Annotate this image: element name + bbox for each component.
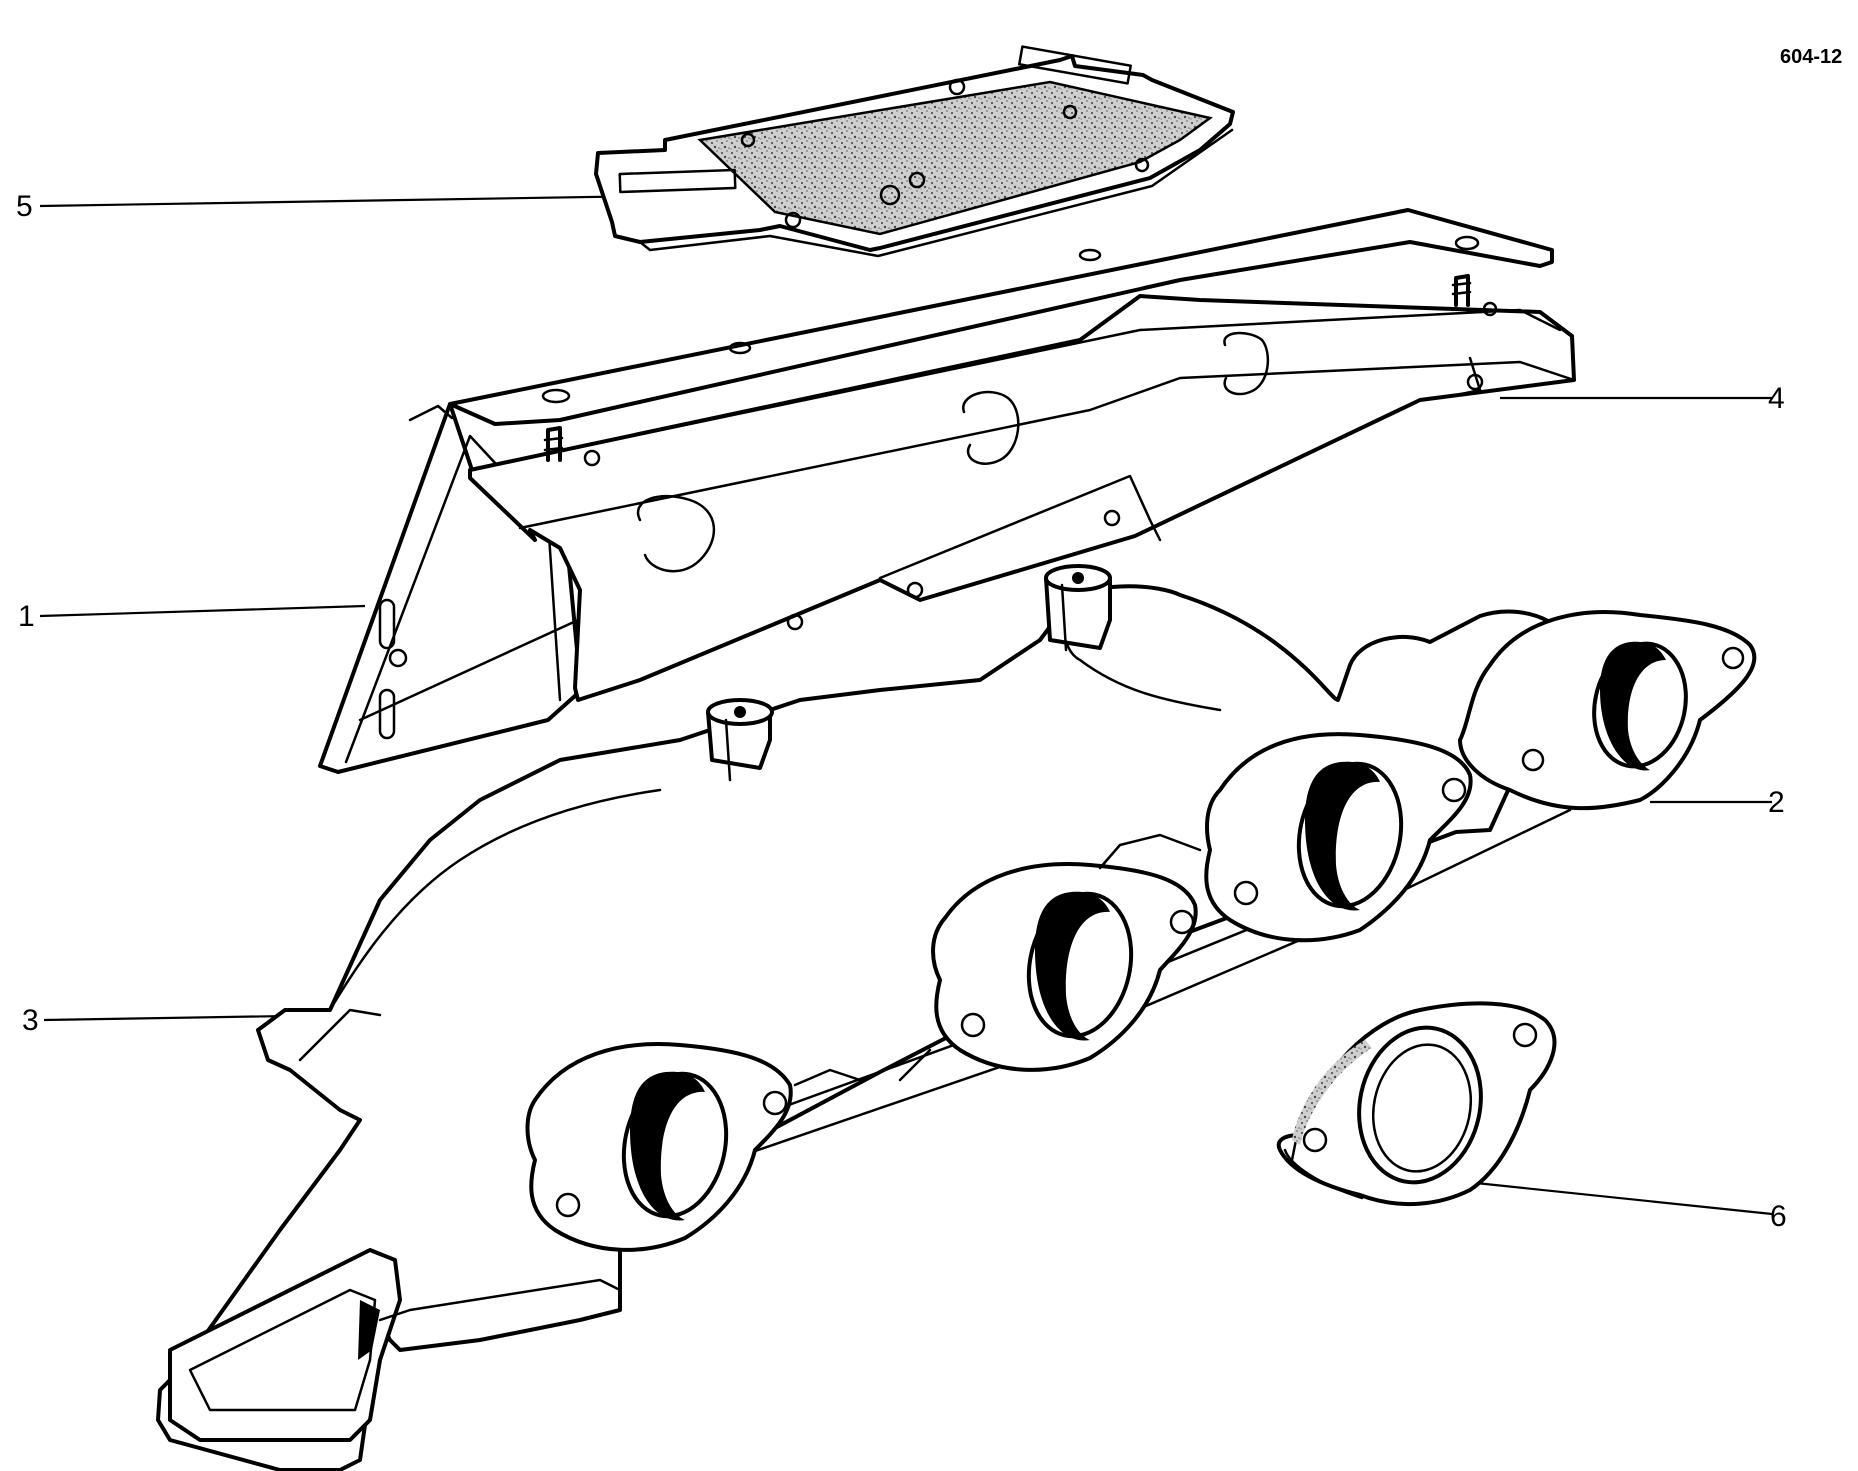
callout-3: 3 <box>22 1004 39 1037</box>
drawing-reference-number: 604-12 <box>1780 46 1843 68</box>
callout-4: 4 <box>1768 382 1785 415</box>
callout-1: 1 <box>18 600 35 633</box>
part-5-heat-shield-plate <box>594 45 1235 258</box>
part-6-flange-gasket <box>1276 1001 1557 1206</box>
part-4-mounting-bracket <box>468 274 1576 702</box>
part-1-heat-shield <box>318 208 1554 774</box>
callout-2: 2 <box>1768 786 1785 819</box>
part-2-exhaust-flanges <box>525 610 1757 1252</box>
callout-6: 6 <box>1770 1200 1787 1233</box>
callout-5: 5 <box>16 190 33 223</box>
